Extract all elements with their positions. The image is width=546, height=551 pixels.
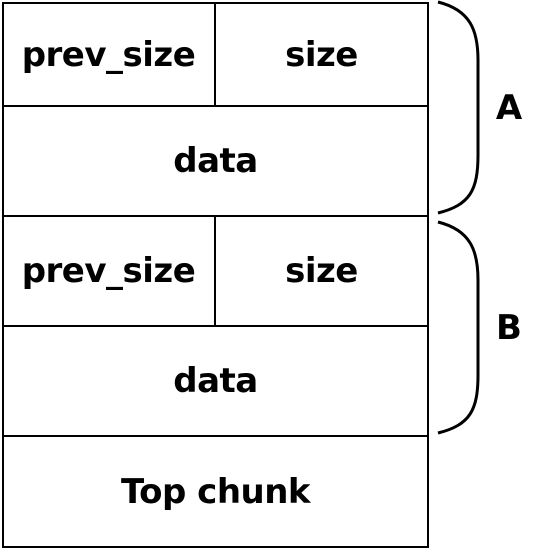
brace-label-a: A	[495, 88, 523, 128]
chunk-b-size: size	[285, 251, 358, 291]
brace-label-b: B	[496, 308, 522, 348]
chunk-b-prev-size: prev_size	[21, 251, 196, 291]
divider-b-header	[2, 325, 429, 327]
chunk-a-size: size	[285, 35, 358, 75]
divider-a-header	[2, 105, 429, 107]
chunk-b-data: data	[173, 361, 258, 401]
brace-a	[437, 0, 480, 215]
brace-b	[437, 220, 480, 435]
top-chunk: Top chunk	[120, 471, 311, 512]
chunk-a-data: data	[173, 141, 258, 181]
chunk-a-prev-size: prev_size	[21, 35, 196, 75]
divider-b-fields	[214, 216, 216, 326]
divider-a-fields	[214, 2, 216, 106]
divider-b-top	[2, 435, 429, 437]
